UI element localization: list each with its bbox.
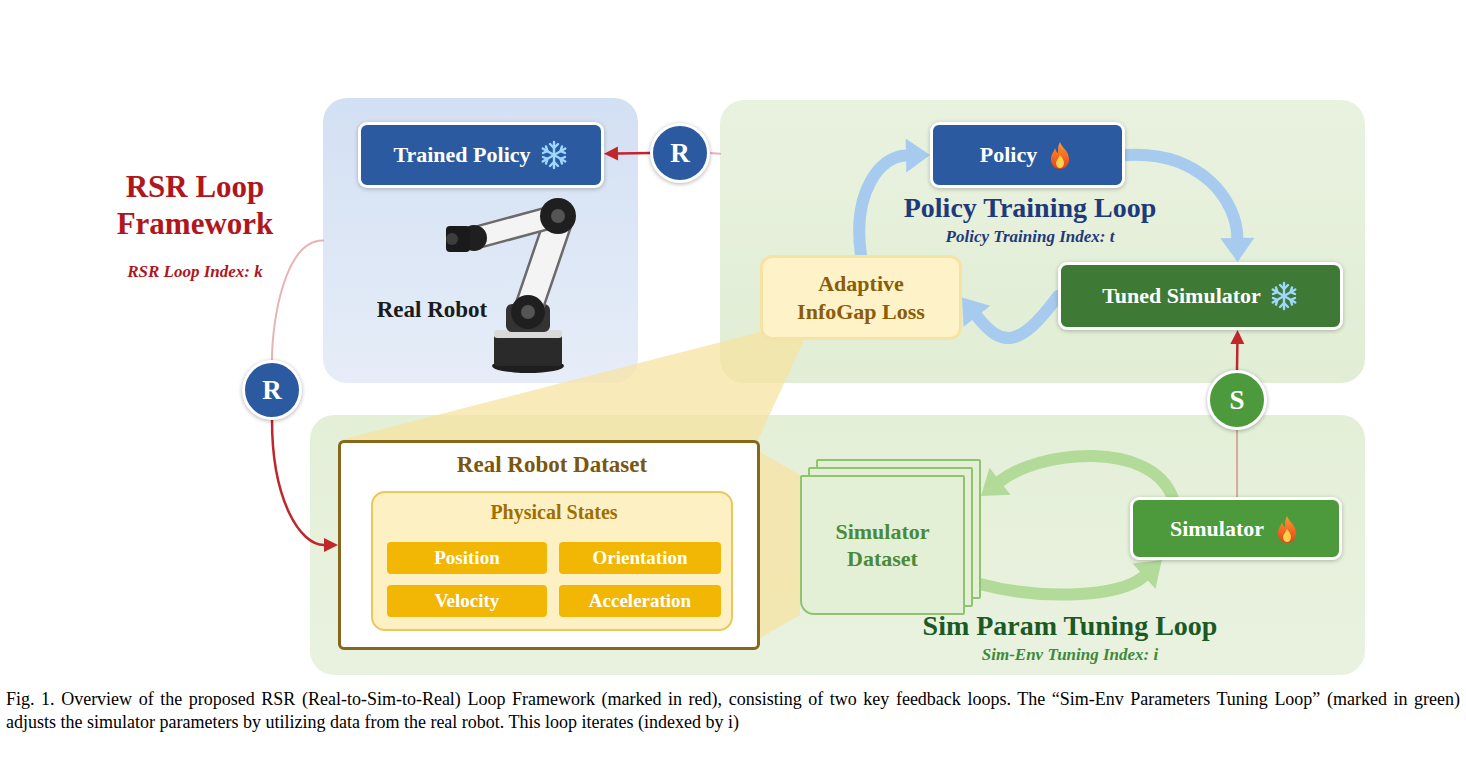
highlight-wedge (340, 332, 804, 440)
node-text: Real Robot Dataset (341, 452, 763, 478)
state-chip: Velocity (387, 585, 547, 617)
training-icon (1045, 140, 1075, 170)
arrow-head (906, 138, 930, 172)
tuning-panel: Sim Param Tuning LoopSim-Env Tuning Inde… (310, 415, 1365, 675)
text-row: Acceleration (589, 590, 691, 612)
highlight-wedge (760, 452, 800, 638)
figure-caption: Fig. 1. Overview of the proposed RSR (Re… (6, 688, 1460, 733)
box-text: Simulator (1170, 516, 1264, 542)
loss-box: Adaptive InfoGap Loss (760, 255, 962, 340)
loop-index: RSR Loop Index: k (88, 262, 302, 282)
connector-line (618, 152, 650, 155)
connector (981, 456, 1172, 497)
simulator-box: Simulator (1130, 497, 1342, 560)
text-row: R (262, 375, 282, 406)
loop-circle: R (242, 360, 302, 420)
text-row: Velocity (435, 590, 500, 612)
connector-line (710, 152, 720, 155)
text-row: Adaptive InfoGap Loss (786, 270, 936, 325)
arrow-head (604, 146, 618, 160)
node-text: Policy Training Index: t (820, 227, 1240, 247)
connector-line (981, 576, 1144, 594)
box-text: Velocity (435, 590, 500, 612)
box-text: Tuned Simulator (1102, 283, 1261, 309)
connector (1230, 330, 1244, 370)
box-text: Position (434, 547, 499, 569)
box-text: Acceleration (589, 590, 691, 612)
node-text: Real Robot (372, 296, 492, 324)
text-row: Position (434, 547, 499, 569)
box-text: S (1229, 385, 1244, 416)
loop-circle: S (1207, 370, 1267, 430)
training-icon (1272, 514, 1302, 544)
connector (1237, 430, 1238, 497)
connector-line (272, 420, 324, 545)
connector-line (859, 155, 906, 255)
arrow-head (981, 468, 1010, 496)
framework-title: RSR Loop Framework (88, 168, 302, 242)
connector-line (1236, 344, 1239, 370)
arrow-head (1220, 238, 1254, 262)
text-row: Simulator Dataset (818, 518, 948, 573)
highlight-wedge (340, 332, 804, 440)
text-row: Simulator (1170, 514, 1302, 544)
policy-box: Policy (930, 122, 1125, 188)
box-text: Orientation (593, 547, 688, 569)
highlight-wedge (760, 452, 800, 638)
connector (981, 560, 1162, 595)
training-panel: Policy Training LoopPolicy Training Inde… (720, 100, 1365, 383)
text-row: Policy (980, 140, 1075, 170)
connector-line (977, 296, 1058, 338)
dataset-box: Real Robot DatasetPhysical StatesPositio… (338, 440, 760, 650)
text-row: Tuned Simulator (1102, 281, 1299, 311)
connector-line (1236, 430, 1238, 497)
text-row: R (670, 138, 690, 169)
text-row: Trained Policy (393, 140, 568, 170)
arrow-head (324, 538, 338, 552)
frozen-icon (1269, 281, 1299, 311)
box-text: R (262, 375, 282, 406)
frozen-icon (539, 140, 569, 170)
arrow-head (962, 298, 990, 327)
connector-line (1000, 456, 1172, 497)
connector-line (272, 240, 323, 360)
robot-panel: Real Robot Trained Policy (323, 98, 638, 383)
box-text: Adaptive InfoGap Loss (786, 270, 936, 325)
text-row: Orientation (593, 547, 688, 569)
arrow-head (1230, 330, 1244, 344)
connector (710, 153, 720, 155)
node-text: Physical States (373, 501, 735, 524)
node-text: Policy Training Loop (820, 192, 1240, 224)
text-row: S (1229, 385, 1244, 416)
connector (962, 296, 1058, 338)
dataset-stack: Simulator Dataset (800, 475, 965, 615)
state-chip: Position (387, 542, 547, 574)
connector (272, 420, 338, 552)
box-text: Simulator Dataset (818, 518, 948, 573)
simulator-box: Tuned Simulator (1058, 262, 1343, 330)
node-text: Sim-Env Tuning Index: i (880, 645, 1260, 665)
arrow-head (1133, 560, 1162, 589)
box-text: R (670, 138, 690, 169)
states-box: Physical StatesPosition OrientationVeloci… (371, 491, 733, 631)
state-chip: Orientation (559, 542, 721, 574)
connector (604, 146, 650, 160)
connector (272, 240, 323, 360)
policy-box: Trained Policy (358, 122, 604, 188)
box-text: Policy (980, 142, 1037, 168)
box-text: Trained Policy (393, 142, 530, 168)
state-chip: Acceleration (559, 585, 721, 617)
loop-circle: R (650, 123, 710, 183)
